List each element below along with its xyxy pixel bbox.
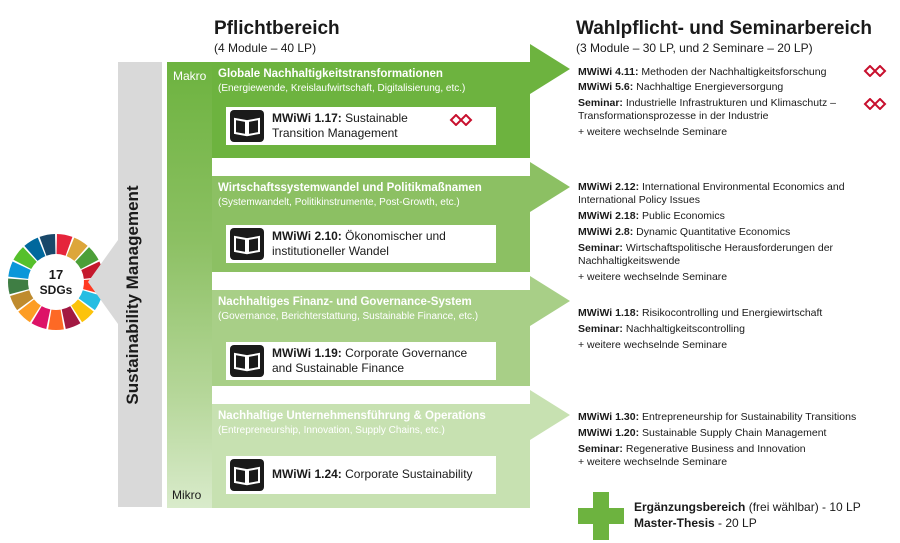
band-title: Nachhaltiges Finanz- und Governance-Syst…: [218, 296, 472, 308]
list-item: MWiWi 2.18: Public Economics: [578, 210, 725, 222]
list-item: MWiWi 5.6: Nachhaltige Energieversorgung: [578, 81, 784, 93]
list-item: Seminar: Regenerative Business and Innov…: [578, 443, 806, 455]
sdg-segment: [24, 237, 46, 261]
arrow-head: [530, 162, 570, 212]
list-item: MWiWi 2.12: International Environmental …: [578, 181, 845, 193]
mikro-label: Mikro: [172, 488, 202, 502]
elective-list-4: MWiWi 1.30: Entrepreneurship for Sustain…: [578, 411, 856, 469]
band-title: Globale Nachhaltigkeitstransformationen: [218, 68, 443, 80]
wahl-subtitle: (3 Module – 30 LP, und 2 Seminare – 20 L…: [576, 41, 813, 55]
list-item: + weitere wechselnde Seminare: [578, 339, 728, 351]
list-item: + weitere wechselnde Seminare: [578, 271, 728, 283]
wuppertal-institut-logo: [862, 97, 888, 121]
module-code: MWiWi 1.19:: [272, 346, 342, 360]
sdg-segment: [31, 306, 51, 329]
band-subtitle: (Governance, Berichterstattung, Sustaina…: [218, 311, 479, 322]
pflicht-subtitle: (4 Module – 40 LP): [214, 41, 317, 55]
list-item: MWiWi 1.20: Sustainable Supply Chain Man…: [578, 427, 827, 439]
supplementary-info: Ergänzungsbereich (frei wählbar) - 10 LP…: [634, 499, 861, 531]
book-icon: [230, 459, 264, 491]
funnel-shape: [88, 62, 162, 507]
wuppertal-institut-logo: [862, 64, 888, 88]
book-icon: [230, 228, 264, 260]
sdg-segment: [71, 299, 94, 323]
list-item: International Policy Issues: [578, 194, 700, 206]
sdg-segment: [10, 290, 34, 311]
band-subtitle: (Systemwandelt, Politikinstrumente, Post…: [218, 197, 460, 208]
book-icon: [230, 345, 264, 377]
band-title: Wirtschaftssystemwandel und Politikmaßna…: [218, 182, 482, 194]
module-name-2: institutioneller Wandel: [272, 244, 389, 258]
band-subtitle: (Entrepreneurship, Innovation, Supply Ch…: [218, 425, 445, 436]
sdg-label: SDGs: [40, 283, 73, 297]
list-item: + weitere wechselnde Seminare: [578, 126, 728, 138]
makro-label: Makro: [173, 69, 207, 83]
makro-mikro-bar: [167, 62, 212, 508]
list-item: MWiWi 4.11: Methoden der Nachhaltigkeits…: [578, 66, 827, 78]
arrow-head: [530, 390, 570, 440]
ergaenzung-label: Ergänzungsbereich: [634, 500, 746, 514]
elective-list-3: MWiWi 1.18: Risikocontrolling und Energi…: [578, 307, 822, 352]
sdg-segment: [75, 247, 99, 270]
sdg-segment: [8, 278, 29, 295]
sdg-segment: [8, 261, 31, 279]
thesis-credits: - 20 LP: [714, 516, 757, 530]
pflicht-title: Pflichtbereich: [214, 18, 340, 39]
band-title: Nachhaltige Unternehmensführung & Operat…: [218, 410, 486, 422]
module-name: Ökonomischer und: [345, 229, 446, 243]
module-code: MWiWi 1.24:: [272, 467, 342, 481]
module-name: Sustainable: [345, 111, 408, 125]
module-name: Corporate Governance: [345, 346, 468, 360]
sdg-segment: [56, 234, 73, 256]
sdg-segment: [61, 306, 81, 329]
list-item: + weitere wechselnde Seminare: [578, 456, 728, 468]
plus-icon-bar: [578, 508, 624, 524]
module-box: MWiWi 1.19: Corporate Governance and Sus…: [226, 342, 496, 380]
list-item: Seminar: Industrielle Infrastrukturen un…: [578, 97, 836, 109]
module-box: MWiWi 2.10: Ökonomischer und institution…: [226, 225, 496, 263]
module-name-2: Transition Management: [272, 126, 398, 140]
list-item: MWiWi 2.8: Dynamic Quantitative Economic…: [578, 226, 791, 238]
list-item: Nachhaltigkeitswende: [578, 255, 681, 267]
arrow-head: [530, 44, 570, 94]
sdg-segment: [39, 234, 56, 256]
sdg-segment: [13, 247, 37, 270]
module-box: MWiWi 1.24: Corporate Sustainability: [226, 456, 496, 494]
module-name-2: and Sustainable Finance: [272, 361, 405, 375]
wuppertal-institut-logo: [448, 113, 474, 137]
list-item: MWiWi 1.30: Entrepreneurship for Sustain…: [578, 411, 857, 423]
band-subtitle: (Energiewende, Kreislaufwirtschaft, Digi…: [218, 83, 466, 94]
sdg-segment: [48, 309, 64, 330]
thesis-label: Master-Thesis: [634, 516, 715, 530]
ergaenzung-credits: (frei wählbar) - 10 LP: [745, 500, 861, 514]
arrow-head: [530, 276, 570, 326]
module-name: Corporate Sustainability: [345, 467, 473, 481]
sdg-segment: [66, 237, 88, 261]
elective-list-1: MWiWi 4.11: Methoden der Nachhaltigkeits…: [578, 66, 836, 139]
book-icon: [230, 110, 264, 142]
sdg-segment: [78, 290, 102, 311]
list-item: MWiWi 1.18: Risikocontrolling und Energi…: [578, 307, 823, 319]
list-item: Seminar: Wirtschaftspolitische Herausfor…: [578, 242, 834, 254]
list-item: Seminar: Nachhaltigkeitscontrolling: [578, 323, 745, 335]
list-item: Transformationsprozesse in der Industrie: [578, 110, 769, 122]
elective-list-2: MWiWi 2.12: International Environmental …: [578, 181, 845, 284]
sdg-number: 17: [49, 267, 63, 282]
sustainability-management-label: Sustainability Management: [123, 185, 142, 405]
module-code: MWiWi 2.10:: [272, 229, 342, 243]
module-code: MWiWi 1.17:: [272, 111, 342, 125]
module-box: MWiWi 1.17: Sustainable Transition Manag…: [226, 107, 496, 145]
wahl-title: Wahlpflicht- und Seminarbereich: [576, 18, 872, 39]
sdg-segment: [18, 299, 41, 323]
